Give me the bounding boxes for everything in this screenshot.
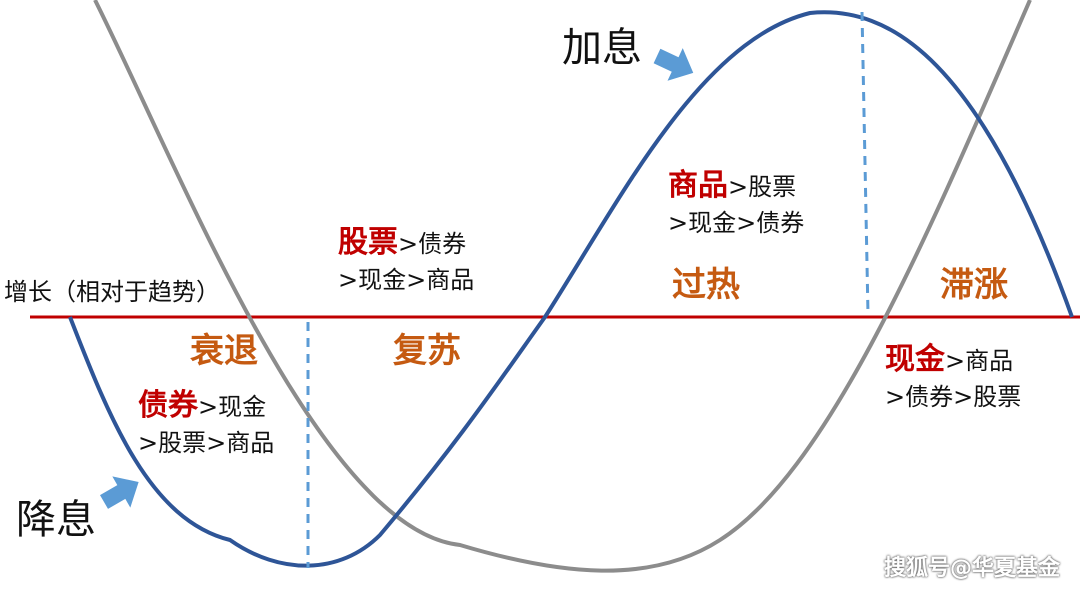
watermark: 搜狐号@华夏基金 [884,556,1061,581]
gray-cycle-curve [93,0,1032,573]
rate-hike-label: 加息 [562,25,642,71]
recovery-ranking: 股票>债券 >现金>商品 [338,225,474,298]
recession-ranking-line2: >股票>商品 [138,429,275,457]
phase-stagflation-label: 滞涨 [940,265,1008,305]
overheat-divider [860,11,870,315]
overheat-ranking-line2: >现金>债券 [668,209,805,237]
phase-recession-label: 衰退 [190,331,258,371]
recession-ranking-line1: >现金 [198,393,267,421]
arrow-right-icon [653,48,694,81]
stagflation-top-asset: 现金 [885,342,945,377]
stagflation-ranking-line2: >债券>股票 [885,383,1022,411]
recovery-ranking-line2: >现金>商品 [338,266,475,294]
rate-cut-label: 降息 [16,497,96,543]
stagflation-ranking: 现金>商品 >债券>股票 [885,342,1021,415]
recession-ranking: 债券>现金 >股票>商品 [138,388,274,461]
overheat-ranking: 商品>股票 >现金>债券 [668,168,804,241]
axis-label: 增长（相对于趋势） [4,278,220,306]
recovery-top-asset: 股票 [338,225,398,260]
recession-top-asset: 债券 [138,388,198,423]
phase-overheat-label: 过热 [672,265,740,305]
stagflation-ranking-line1: >商品 [945,347,1014,375]
overheat-top-asset: 商品 [668,168,728,203]
recovery-ranking-line1: >债券 [398,230,467,258]
arrow-right-icon [100,476,139,509]
phase-recovery-label: 复苏 [393,331,461,371]
overheat-ranking-line1: >股票 [728,173,797,201]
growth-cycle-curve [68,10,1074,568]
